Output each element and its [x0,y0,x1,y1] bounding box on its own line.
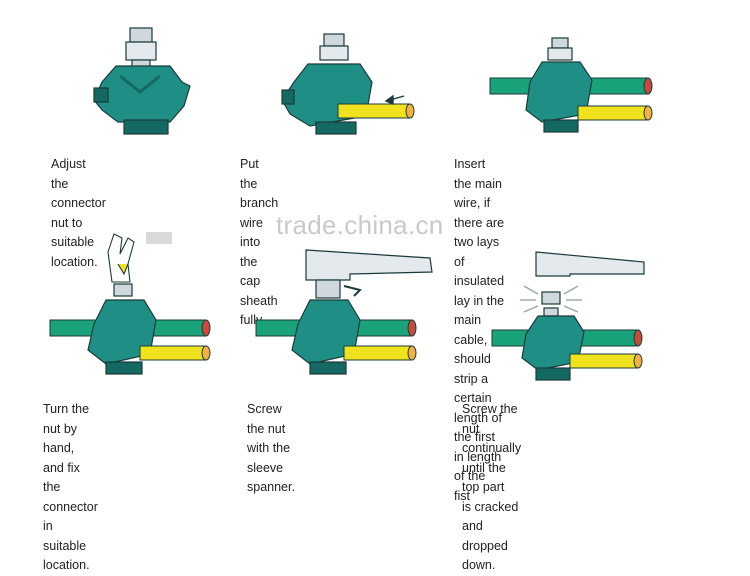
step-6-caption: Screw the nut continually until the top … [462,402,522,572]
step-2-caption: Put the branch wire into the cap sheath … [240,157,279,327]
watermark: trade.china.cn [276,210,444,240]
connector-illustration-5 [255,249,433,375]
connector-illustration-4 [49,232,211,375]
spanner-icon [305,249,433,299]
branch-wire [569,353,643,369]
connector-illustration-3 [489,37,653,133]
step-1-caption: Adjust the connector nut to suitable loc… [51,157,106,269]
connector-illustration-1 [93,27,191,135]
blurred-mark [146,232,172,244]
spanner-icon [535,251,645,277]
step-5-caption: Screw the nut with the sleeve spanner. [247,402,295,494]
connector-illustration-2 [281,33,415,135]
crack-burst-icon [520,285,582,313]
hand-icon [107,233,135,283]
insert-arrow [384,94,405,106]
connector-illustration-6 [491,251,645,381]
connector-body [93,27,191,135]
branch-wire [577,105,653,121]
branch-wire [337,103,415,119]
step-3-caption: Insert the main wire, if there are two l… [454,157,505,503]
branch-wire [139,345,211,361]
branch-wire [343,345,417,361]
step-4-caption: Turn the nut by hand, and fix the connec… [43,402,98,572]
